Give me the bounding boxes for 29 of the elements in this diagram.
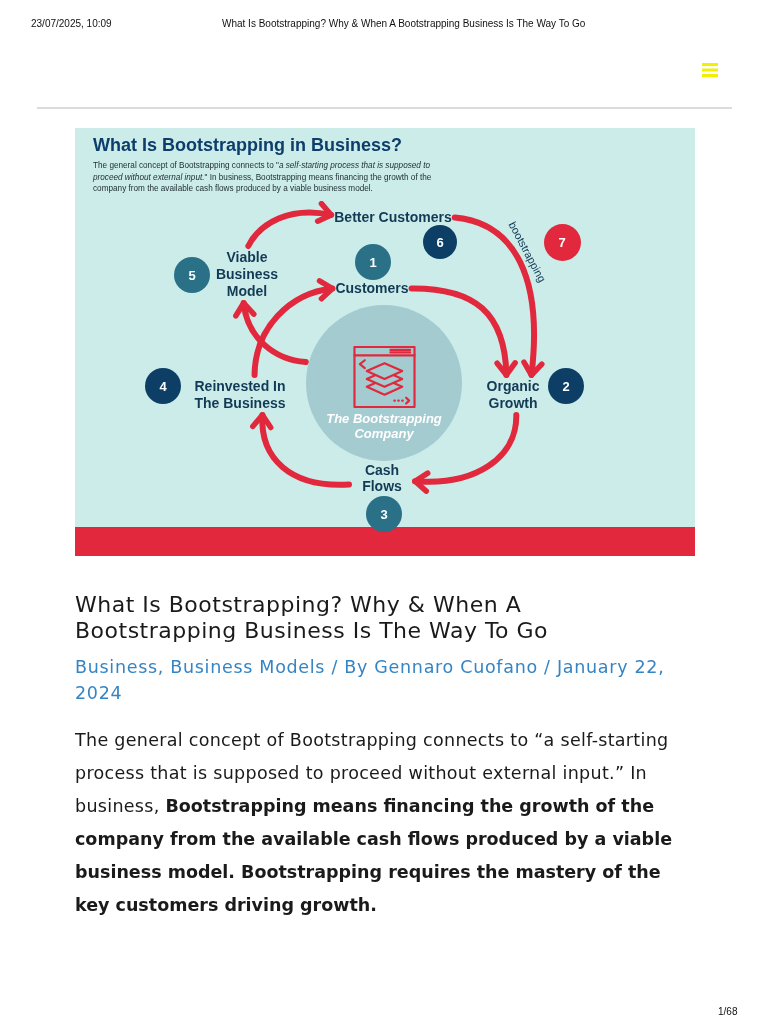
step-number: 3 bbox=[366, 496, 402, 532]
curved-arrow bbox=[250, 412, 352, 488]
step-number: 5 bbox=[174, 257, 210, 293]
step-number: 1 bbox=[355, 244, 391, 280]
description-text: The general concept of Bootstrapping connects to "a self-starting process that is supposed to proceed without external input." In business, Bootstrapping means financing the growth of the company from the available cash flows produced by a viable business model. bbox=[93, 160, 433, 195]
circle-label: The Bootstrapping Company bbox=[325, 411, 443, 441]
step-label: Customers bbox=[335, 280, 409, 297]
step-number: 7 bbox=[543, 223, 581, 261]
curved-arrow bbox=[251, 278, 336, 378]
article-meta: Business, Business Models / By Gennaro Cuofano / January 22, 2024 bbox=[75, 656, 666, 705]
step-label: Viable Business Model bbox=[214, 249, 280, 300]
body-paragraph: The general concept of Bootstrapping connects to “a self-starting process that is supposed to proceed without external input.” In business, Bootstrapping means financing the growth of the company from the available cash flows produced by a viable business model. Bootstrapping requires the mastery of the key customers driving growth. bbox=[75, 729, 673, 917]
step-label: Organic Growth bbox=[480, 378, 546, 412]
step-number: 6 bbox=[423, 225, 457, 259]
infographic-title: What Is Bootstrapping in Business? bbox=[93, 134, 402, 156]
article-title: What Is Bootstrapping? Why & When A Bootstrapping Business Is The Way To Go bbox=[75, 592, 550, 644]
step-label: Reinvested In The Business bbox=[184, 378, 296, 412]
step-label: Cash Flows bbox=[352, 462, 412, 494]
curved-arrow bbox=[412, 412, 520, 494]
step-number: 4 bbox=[145, 368, 181, 404]
curved-arrow bbox=[245, 201, 335, 249]
page-number: 1/68 bbox=[718, 1006, 738, 1018]
timestamp: 23/07/2025, 10:09 bbox=[31, 18, 112, 30]
page-title: What Is Bootstrapping? Why & When A Bootstrapping Business Is The Way To Go bbox=[222, 18, 586, 30]
step-label: Better Customers bbox=[334, 209, 452, 226]
curved-arrow bbox=[408, 285, 518, 378]
step-number: 2 bbox=[548, 368, 584, 404]
curved-arrow bbox=[451, 214, 545, 378]
curved-arrow bbox=[233, 300, 309, 366]
